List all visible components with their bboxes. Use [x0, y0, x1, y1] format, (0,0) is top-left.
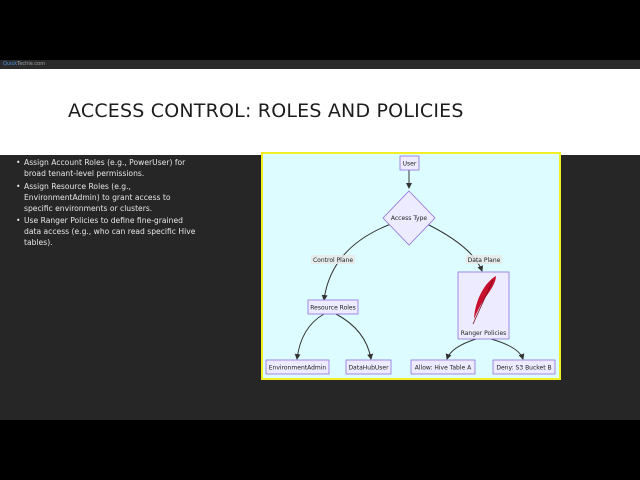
bullet-item: Assign Resource Roles (e.g., Environment… — [16, 181, 196, 214]
node-allow-hive-label: Allow: Hive Table A — [415, 365, 472, 372]
edge-env-admin — [294, 313, 325, 360]
edge-label-bg — [311, 255, 355, 264]
node-ranger-policies — [457, 271, 510, 340]
brand-part2: Techie.com — [17, 61, 46, 67]
edge-label-control-plane: Control Plane — [313, 257, 353, 264]
diagram-background — [261, 152, 561, 380]
brand-part1: Quick — [3, 61, 18, 67]
edge-label-bg — [466, 255, 502, 264]
edge-deny — [490, 338, 525, 360]
slide-title: ACCESS CONTROL: ROLES AND POLICIES — [68, 100, 464, 122]
node-access-type-label: Access Type — [391, 215, 428, 222]
edge-label-data-plane: Data Plane — [468, 257, 501, 264]
node-allow-hive — [410, 359, 476, 375]
node-access-type — [382, 190, 436, 246]
node-deny-s3 — [492, 359, 556, 375]
node-user-label: User — [403, 161, 417, 168]
feather-icon — [472, 276, 496, 325]
node-resource-roles-label: Resource Roles — [310, 305, 355, 312]
node-deny-s3-label: Deny: S3 Bucket B — [496, 365, 551, 372]
brand-watermark: QuickTechie.com — [3, 61, 45, 68]
node-environment-admin-label: EnvironmentAdmin — [269, 365, 327, 372]
node-datahub-user — [345, 359, 392, 375]
edge-allow — [445, 338, 477, 360]
edge-data-plane — [426, 223, 484, 272]
access-control-diagram: User Access Type Control Plane Data Plan… — [261, 152, 561, 380]
edge-datahub — [335, 313, 374, 360]
node-resource-roles — [307, 299, 359, 315]
brand-bar — [0, 60, 640, 69]
node-datahub-user-label: DataHubUser — [348, 365, 389, 372]
node-environment-admin — [265, 359, 330, 375]
edge-control-plane — [321, 223, 392, 301]
bullet-item: Use Ranger Policies to define fine-grain… — [16, 215, 196, 248]
node-ranger-policies-label: Ranger Policies — [461, 330, 507, 337]
video-bottom-letterbox — [0, 420, 640, 480]
video-top-letterbox — [0, 0, 640, 60]
bullet-list: Assign Account Roles (e.g., PowerUser) f… — [16, 157, 196, 250]
bullet-item: Assign Account Roles (e.g., PowerUser) f… — [16, 157, 196, 179]
node-user — [399, 155, 420, 171]
slide-title-area — [0, 69, 640, 155]
